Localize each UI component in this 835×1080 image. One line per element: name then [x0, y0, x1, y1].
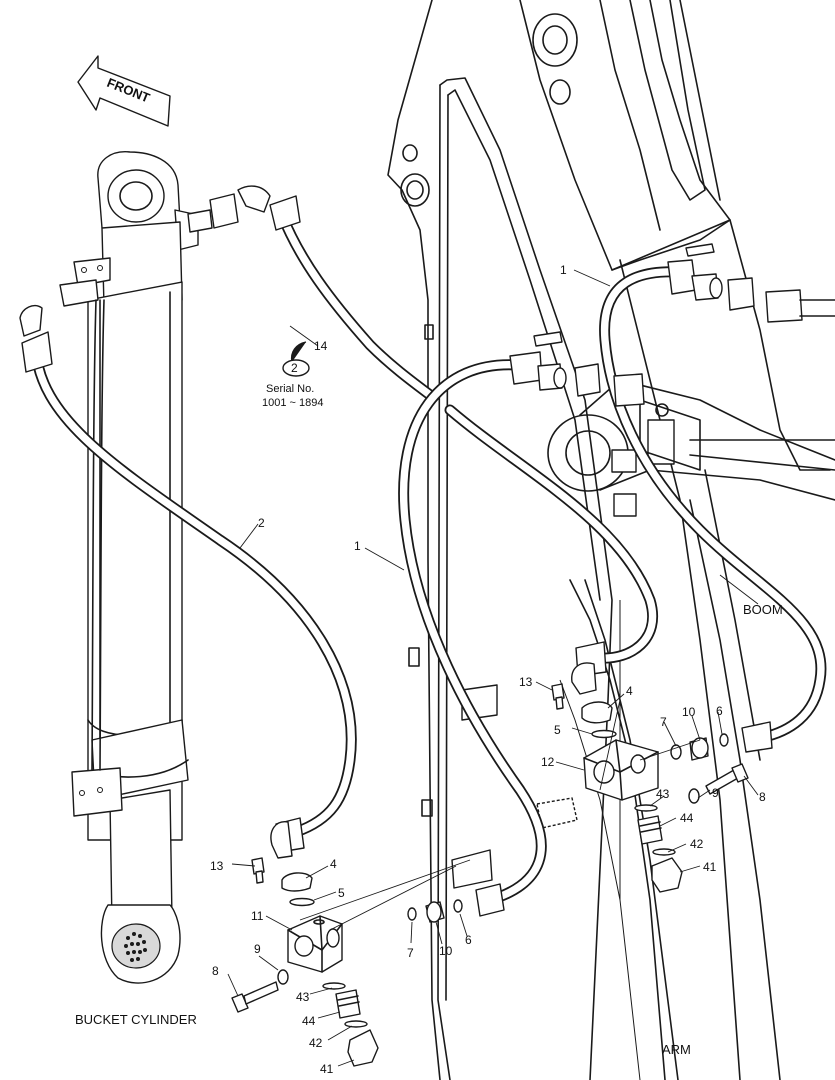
- callout-42-left: 42: [309, 1036, 323, 1050]
- callout-14: 14: [314, 339, 328, 353]
- callout-9-left: 9: [254, 942, 261, 956]
- callout-1-middle: 1: [354, 539, 361, 553]
- callout-5-right: 5: [554, 723, 561, 737]
- callout-7-right: 7: [660, 715, 667, 729]
- callout-10-left: 10: [439, 944, 453, 958]
- callout-7-left: 7: [407, 946, 414, 960]
- front-arrow: FRONT: [77, 55, 171, 127]
- callout-11: 11: [251, 909, 264, 923]
- callouts: 1 1 2 14 13 4 5 11 9 8 7 10 6 43 44 42 4…: [210, 263, 766, 1076]
- callout-5-left: 5: [338, 886, 345, 900]
- leader-lines: [227, 269, 759, 1067]
- caption-arm: ARM: [662, 1042, 691, 1057]
- callout-41-left: 41: [320, 1062, 334, 1076]
- callout-44-right: 44: [680, 811, 694, 825]
- callout-8-left: 8: [212, 964, 219, 978]
- callout-41-right: 41: [703, 860, 717, 874]
- callout-10-right: 10: [682, 705, 696, 719]
- bucket-cylinder: [59, 151, 199, 984]
- hoses: [19, 185, 827, 917]
- serial-line-1: Serial No.: [266, 383, 314, 395]
- caption-bucket-cylinder: BUCKET CYLINDER: [75, 1012, 197, 1027]
- callout-6-left: 6: [465, 933, 472, 947]
- callout-12: 12: [541, 755, 555, 769]
- boom-fittings: [187, 193, 835, 407]
- callout-42-right: 42: [690, 837, 704, 851]
- callout-13-right: 13: [519, 675, 533, 689]
- callout-43-right: 43: [656, 787, 670, 801]
- serial-circle-number: 2: [291, 361, 298, 375]
- callout-13-left: 13: [210, 859, 224, 873]
- callout-44-left: 44: [302, 1014, 316, 1028]
- serial-line-2: 1001 ~ 1894: [262, 397, 323, 409]
- callout-4-left: 4: [330, 857, 337, 871]
- callout-4-right: 4: [626, 684, 633, 698]
- arm-structure: [387, 0, 835, 1080]
- callout-8-right: 8: [759, 790, 766, 804]
- callout-9-right: 9: [712, 786, 719, 800]
- captions: BUCKET CYLINDER BOOM ARM: [75, 602, 783, 1057]
- callout-43-left: 43: [296, 990, 310, 1004]
- serial-note: 2 Serial No. 1001 ~ 1894: [262, 341, 323, 409]
- callout-1-upper: 1: [560, 263, 567, 277]
- callout-6-right: 6: [716, 704, 723, 718]
- callout-2: 2: [258, 516, 265, 530]
- left-valve-assembly: [231, 857, 463, 1067]
- caption-boom: BOOM: [743, 602, 783, 617]
